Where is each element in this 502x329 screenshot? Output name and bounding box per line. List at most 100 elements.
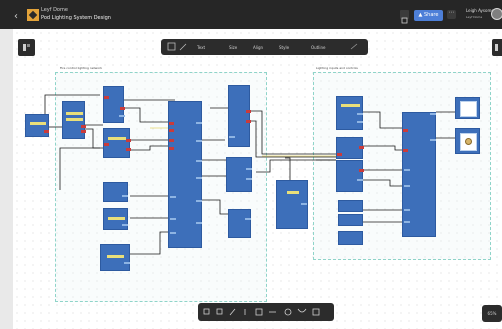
properties-panel-button[interactable] [492,39,502,56]
node-badge [107,255,124,258]
group-left-label: Fire control lighting network [60,66,103,70]
node-main-hub-left[interactable] [168,101,202,248]
node-switch-5[interactable] [338,214,363,226]
light-fixture-image [460,101,477,117]
user-company: Leyf Dome [466,15,483,19]
node-port[interactable] [301,203,307,205]
node-driver-2[interactable] [103,128,131,158]
node-port[interactable] [196,222,202,224]
node-port[interactable] [81,130,86,133]
more-options-icon[interactable]: ⋯ [447,10,456,19]
node-port[interactable] [44,130,49,133]
node-port[interactable] [430,113,436,115]
node-port[interactable] [245,218,251,220]
node-driver-1[interactable] [103,86,125,123]
node-input-module[interactable] [25,114,49,137]
node-port[interactable] [170,218,176,220]
present-icon[interactable] [400,10,409,24]
comment-tool-icon [284,308,292,316]
node-port[interactable] [119,115,125,117]
node-badge [108,217,125,220]
node-switch-6[interactable] [338,231,363,245]
more-tools-icon [312,308,320,316]
node-port[interactable] [229,136,235,138]
top-bar: ‹ Leyf Dome Pod Lighting System Design ▲… [0,0,502,29]
node-relay-2[interactable] [228,209,251,238]
node-badge [341,104,360,107]
node-port[interactable] [403,149,408,152]
node-port[interactable] [196,200,202,202]
node-badge [66,112,83,115]
pen-tool-icon [229,308,236,316]
node-port[interactable] [104,143,109,146]
toolbar-style[interactable]: Style [279,45,290,50]
node-port[interactable] [120,107,125,110]
node-port[interactable] [170,196,176,198]
node-light-fixture-1[interactable] [455,97,480,119]
node-switch-4[interactable] [338,200,363,212]
node-sensor-2[interactable] [103,208,128,230]
node-port[interactable] [169,139,174,142]
node-main-hub-right[interactable] [402,112,436,237]
node-port[interactable] [104,96,109,99]
node-port[interactable] [403,129,408,132]
node-port[interactable] [246,168,252,170]
node-port[interactable] [169,129,174,132]
user-name: Leigh Aysome [466,8,494,13]
node-port[interactable] [196,177,202,179]
node-port[interactable] [169,122,174,125]
toolbar-size[interactable]: Size [229,45,238,50]
node-port[interactable] [359,169,364,172]
node-port[interactable] [122,195,128,197]
node-port[interactable] [81,125,86,128]
node-port[interactable] [170,232,176,234]
node-port[interactable] [196,140,202,142]
toolbar-align[interactable]: Align [253,45,264,50]
node-port[interactable] [196,122,202,124]
share-button[interactable]: ▲ Share [414,10,443,21]
project-title[interactable]: Pod Lighting System Design [41,15,111,21]
node-port[interactable] [404,169,410,171]
share-label: Share [424,12,439,18]
node-port[interactable] [404,185,410,187]
node-output-module[interactable] [228,85,251,147]
node-port[interactable] [246,178,252,180]
node-port[interactable] [359,146,364,149]
node-port[interactable] [404,221,410,223]
node-port[interactable] [430,139,436,141]
node-port[interactable] [169,147,174,150]
node-port[interactable] [357,113,363,115]
node-power-supply[interactable] [276,180,308,229]
shape-tool-icon [255,308,263,316]
node-badge [66,118,83,121]
back-chevron-icon[interactable]: ‹ [14,11,18,22]
bulb-icon [465,138,472,145]
node-port[interactable] [404,209,410,211]
node-badge [287,191,299,194]
node-port[interactable] [337,153,342,156]
node-switch-1[interactable] [336,96,363,130]
toolbar-text[interactable]: Text [197,45,206,50]
node-port[interactable] [126,148,131,151]
node-relay-1[interactable] [226,157,252,192]
node-port[interactable] [126,139,131,142]
node-port[interactable] [246,120,251,123]
layers-panel-button[interactable] [18,39,35,56]
node-port[interactable] [357,179,363,181]
node-port[interactable] [124,262,130,264]
format-toolbar: Text Size Align Style Outline [161,39,368,55]
node-switch-2[interactable] [336,137,364,159]
node-controller-a[interactable] [62,101,86,139]
user-avatar[interactable] [491,8,502,20]
node-sensor-3[interactable] [100,244,130,271]
node-port[interactable] [246,110,251,113]
toolbar-outline[interactable]: Outline [311,45,326,50]
node-sensor-1[interactable] [103,182,128,202]
node-port[interactable] [357,121,363,123]
zoom-level[interactable]: 65% [482,305,502,322]
node-port[interactable] [122,224,128,226]
node-switch-3[interactable] [336,160,364,192]
node-port[interactable] [196,160,202,162]
node-light-fixture-2[interactable] [455,128,480,154]
